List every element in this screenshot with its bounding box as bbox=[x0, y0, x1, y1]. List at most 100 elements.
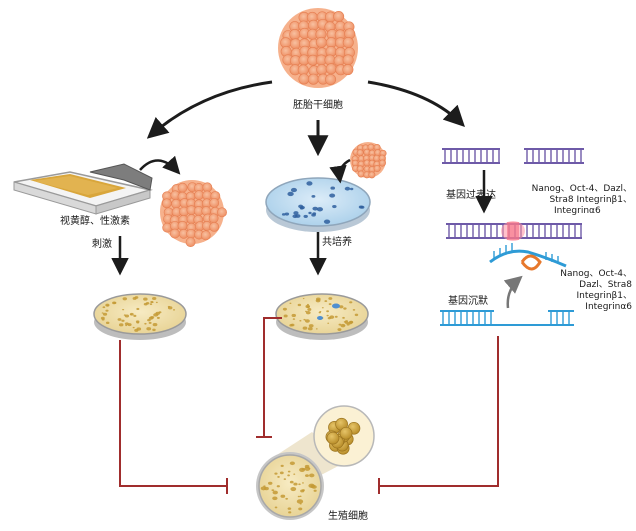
colony-dot bbox=[345, 320, 349, 323]
label-gene-silencing: 基因沉默 bbox=[448, 296, 488, 307]
colony-dot bbox=[304, 319, 310, 323]
dna-top-left bbox=[442, 148, 500, 164]
colony-dot bbox=[288, 511, 292, 514]
cell bbox=[208, 213, 219, 224]
colony-dot bbox=[344, 321, 349, 324]
colony-dot bbox=[316, 207, 324, 212]
colony-dot bbox=[334, 315, 338, 318]
cell bbox=[325, 63, 337, 75]
colony-dot bbox=[337, 328, 342, 331]
colony-dot bbox=[299, 495, 302, 498]
colony-dot bbox=[283, 478, 287, 481]
colony-dot bbox=[287, 191, 294, 197]
cell bbox=[161, 198, 172, 209]
cell bbox=[200, 230, 211, 241]
colony-dot bbox=[112, 301, 117, 305]
colony-dot bbox=[289, 461, 295, 466]
esc-cluster bbox=[278, 8, 358, 88]
cell bbox=[177, 220, 188, 231]
colony-dot bbox=[346, 323, 350, 326]
colony-dot bbox=[302, 298, 305, 300]
colony-dot bbox=[133, 314, 137, 317]
colony-dot bbox=[319, 310, 322, 313]
colony-dot bbox=[332, 204, 337, 209]
germ-cell bbox=[339, 426, 353, 440]
colony-dot bbox=[155, 301, 158, 304]
colony-dot bbox=[143, 302, 148, 306]
cell bbox=[209, 221, 220, 232]
colony-dot bbox=[274, 506, 278, 509]
colony-dot bbox=[339, 305, 344, 309]
colony-dot bbox=[326, 310, 329, 313]
colony-dot bbox=[279, 471, 284, 475]
colony-dot bbox=[330, 186, 335, 190]
colony-dot bbox=[308, 467, 311, 470]
colony-dot bbox=[148, 321, 152, 324]
colony-dot bbox=[272, 496, 278, 501]
colony-dot bbox=[313, 489, 317, 492]
colony-dot bbox=[280, 464, 284, 468]
colony-dot bbox=[352, 308, 356, 311]
cell bbox=[373, 165, 381, 173]
colony-dot bbox=[303, 214, 308, 218]
colony-dot bbox=[315, 328, 318, 330]
colony-dot bbox=[102, 312, 108, 316]
dna-top-right bbox=[524, 148, 584, 164]
colony-dot bbox=[122, 297, 128, 301]
colony-dot bbox=[312, 206, 318, 211]
colony-dot bbox=[135, 320, 140, 323]
cell bbox=[333, 11, 345, 23]
colony-dot bbox=[122, 308, 125, 311]
colony-dot bbox=[344, 186, 351, 191]
colony-dot bbox=[101, 312, 104, 314]
colony-dot bbox=[305, 474, 309, 477]
colony-dot bbox=[263, 485, 266, 488]
colony-dot bbox=[301, 467, 305, 471]
colony-dot bbox=[340, 323, 346, 328]
left-dish bbox=[93, 293, 187, 340]
insert-highlight bbox=[501, 221, 525, 241]
colony-dot bbox=[172, 309, 176, 311]
label-coculture: 共培养 bbox=[322, 237, 352, 248]
label-retinol-hormone: 视黄醇、性激素 bbox=[60, 216, 130, 227]
label-silence-genes-1: Nanog、Oct-4、 bbox=[560, 269, 632, 279]
colony-dot bbox=[302, 482, 304, 484]
germ-cell bbox=[326, 431, 340, 445]
colony-dot bbox=[149, 303, 153, 306]
colony-dot bbox=[101, 318, 105, 321]
silencing-strand bbox=[489, 243, 567, 271]
colony-dot bbox=[117, 318, 122, 321]
inhibit-line-left bbox=[119, 340, 226, 487]
colony-dot bbox=[311, 485, 317, 489]
colony-dot bbox=[309, 473, 315, 478]
label-silence-genes-2: Dazl、Stra8 bbox=[579, 280, 632, 290]
colony-dot bbox=[285, 497, 289, 500]
colony-dot bbox=[307, 327, 313, 331]
colony-dot bbox=[349, 187, 354, 191]
colony-dot bbox=[290, 187, 297, 193]
label-overexpr-genes-1: Nanog、Oct-4、Dazl、 bbox=[531, 184, 632, 194]
colony-dot bbox=[125, 324, 128, 327]
colony-dot bbox=[289, 323, 294, 327]
colony-dot bbox=[306, 181, 313, 186]
colony-dot bbox=[326, 314, 329, 317]
cell bbox=[171, 198, 181, 209]
left-cell-cluster bbox=[160, 180, 227, 248]
cell bbox=[315, 36, 327, 48]
arrow-to-left bbox=[146, 80, 273, 139]
colony-dot bbox=[271, 489, 275, 492]
colony-dot bbox=[305, 304, 310, 309]
colony-dot bbox=[293, 473, 296, 475]
colony-dot bbox=[329, 315, 335, 319]
colony-dot bbox=[354, 313, 359, 317]
cell bbox=[298, 73, 310, 85]
colony-dot bbox=[305, 311, 311, 315]
colony-dot bbox=[298, 507, 303, 511]
colony-dot bbox=[136, 307, 140, 311]
label-overexpr-genes-3: Integrinα6 bbox=[554, 206, 601, 216]
colony-dot bbox=[303, 318, 306, 321]
colony-dot bbox=[295, 214, 301, 218]
colony-dot bbox=[134, 296, 139, 299]
colony-dot bbox=[283, 314, 288, 318]
center-dish bbox=[275, 293, 369, 340]
